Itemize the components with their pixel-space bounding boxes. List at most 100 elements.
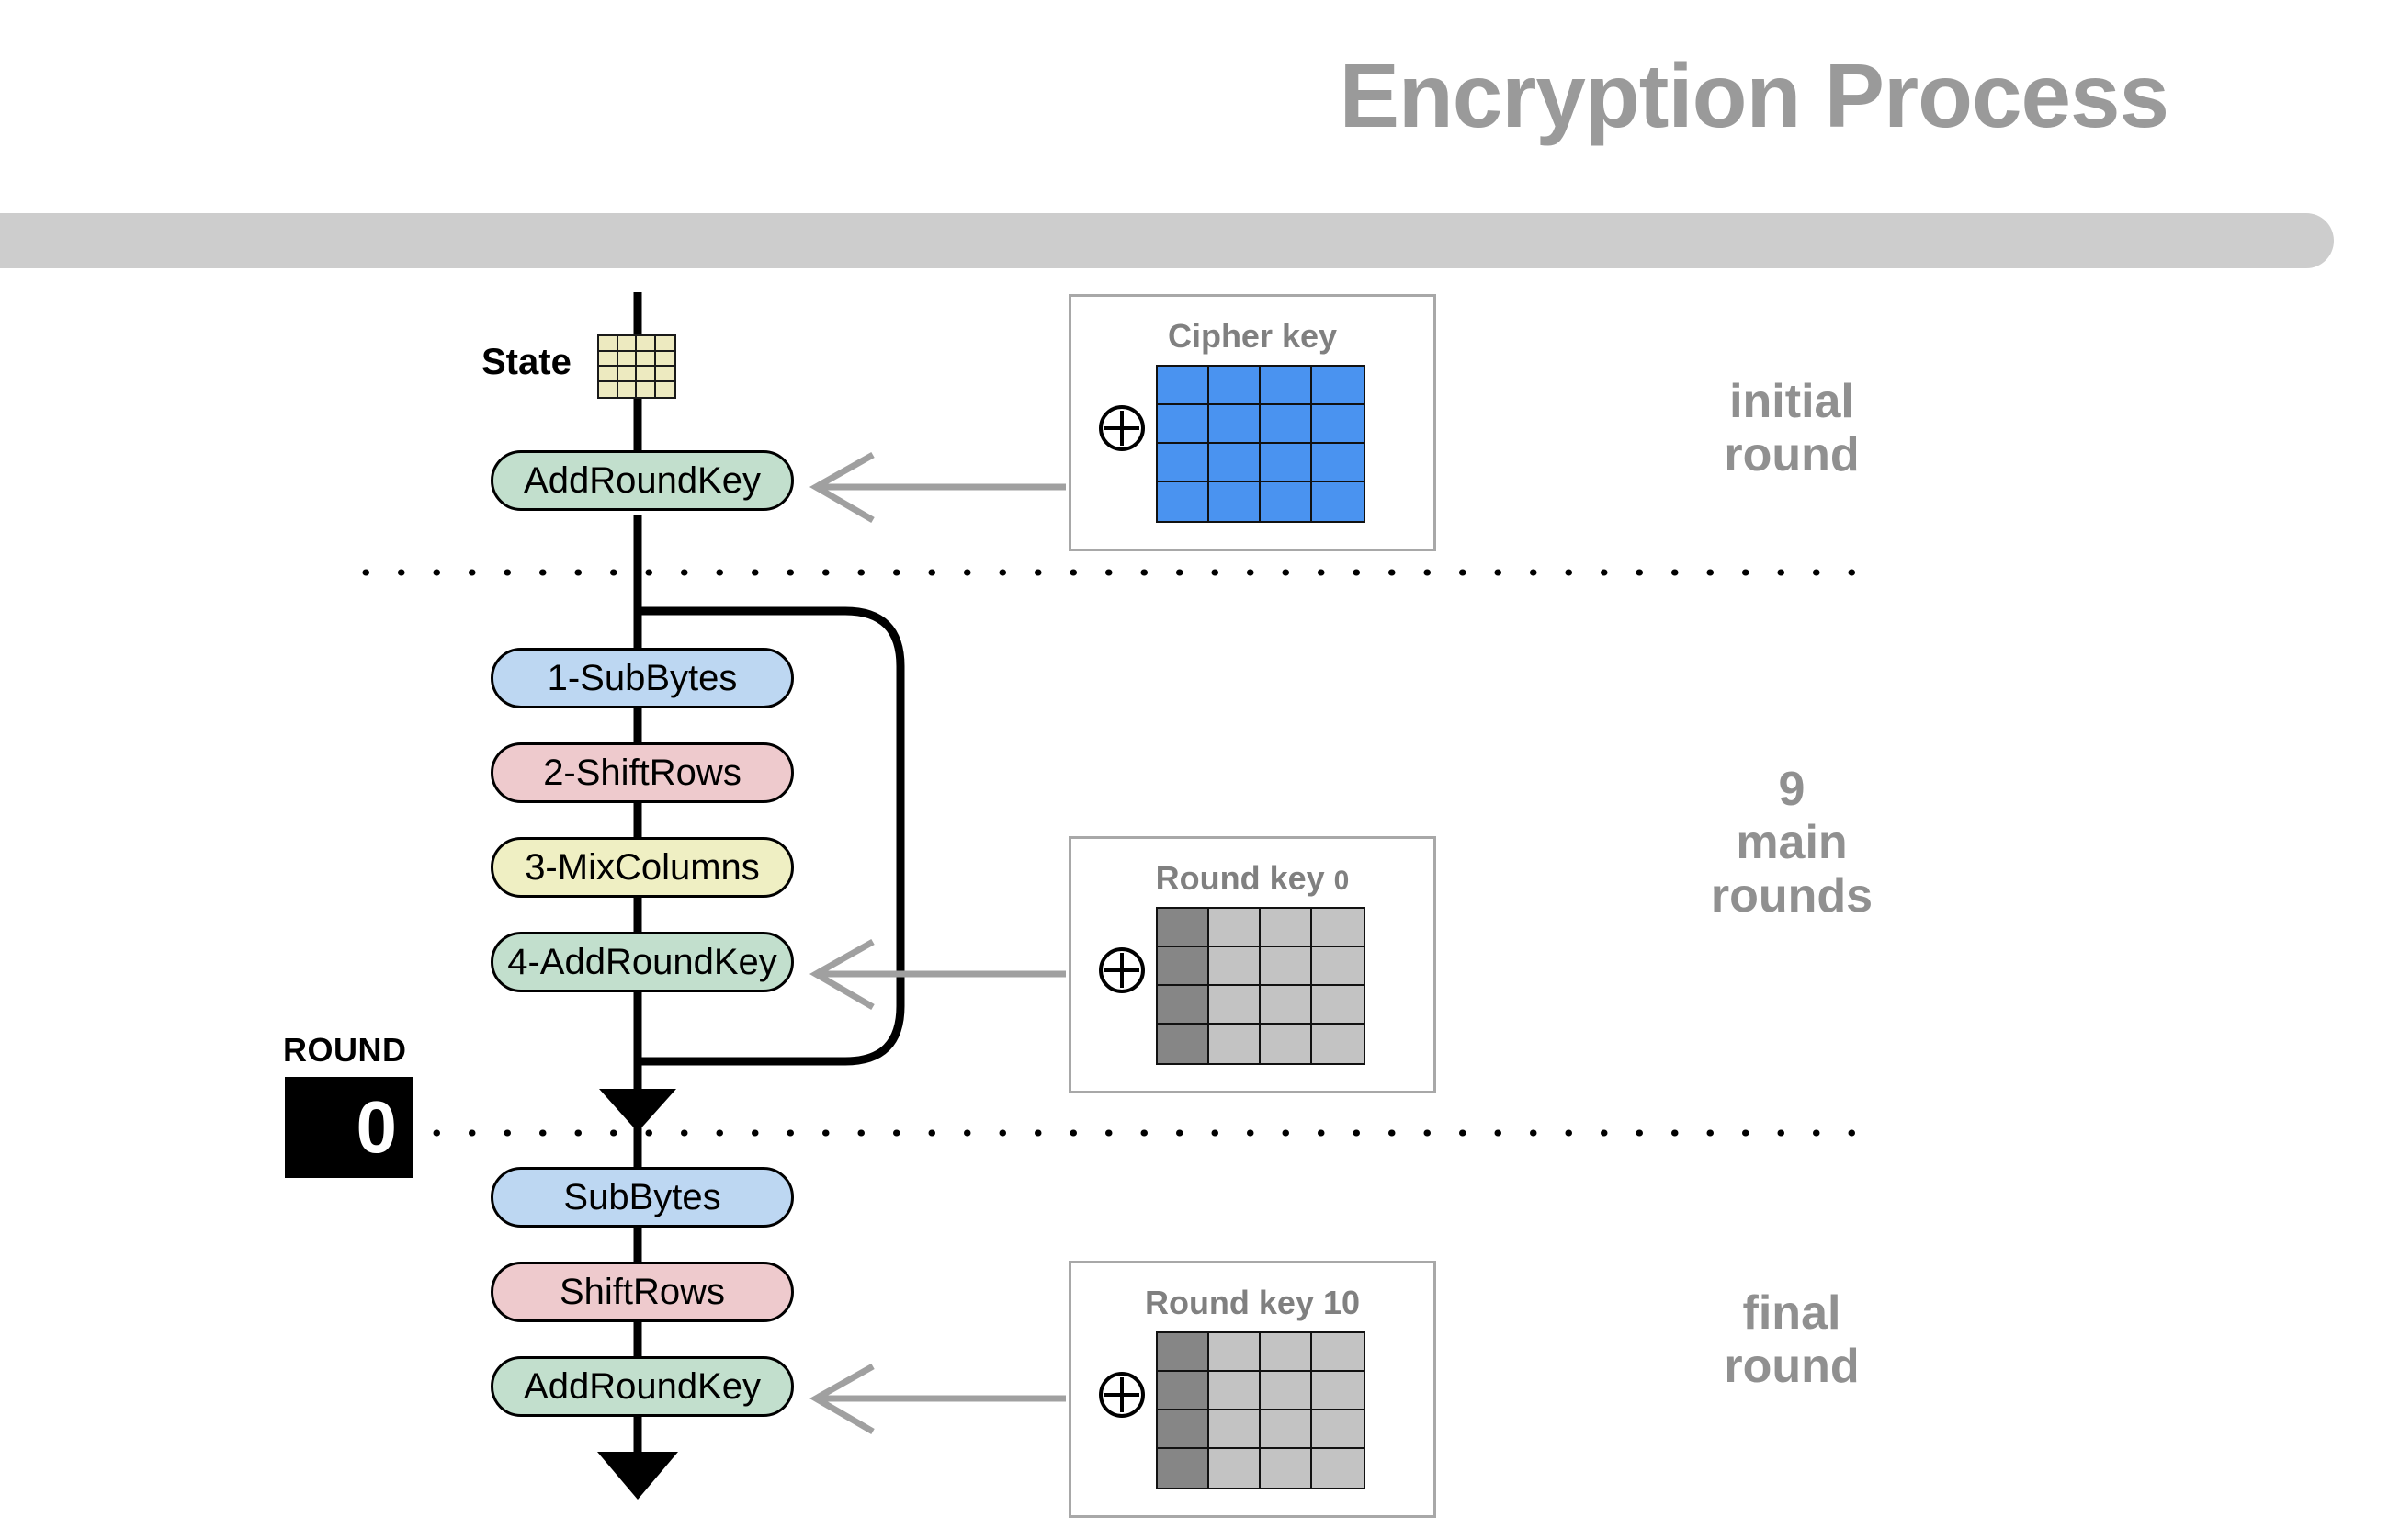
matrix-cell	[1261, 444, 1312, 482]
matrix-cell	[1312, 1449, 1364, 1488]
round-badge-label: ROUND	[283, 1031, 407, 1069]
cipher-key-matrix	[1156, 365, 1365, 523]
matrix-cell	[1209, 986, 1261, 1025]
matrix-cell	[1312, 1333, 1364, 1372]
matrix-cell	[1158, 1410, 1209, 1449]
round-key-0-box: Round key 0	[1069, 836, 1436, 1093]
matrix-cell	[1261, 367, 1312, 405]
matrix-cell	[1261, 1372, 1312, 1410]
step-final-addroundkey[interactable]: AddRoundKey	[491, 1356, 794, 1417]
matrix-cell	[1261, 1449, 1312, 1488]
matrix-cell	[1209, 1410, 1261, 1449]
round-key-10-title: Round key 10	[1071, 1284, 1433, 1322]
matrix-cell	[1158, 367, 1209, 405]
side-label-initial-round: initial round	[1562, 375, 2021, 481]
cipher-key-box: Cipher key	[1069, 294, 1436, 551]
matrix-cell	[617, 351, 637, 367]
side-label-line: round	[1724, 428, 1860, 482]
round-key-10-matrix	[1156, 1331, 1365, 1489]
round-key-0-matrix	[1156, 907, 1365, 1065]
matrix-cell	[599, 336, 618, 352]
matrix-cell	[1261, 909, 1312, 947]
round-number: 0	[356, 1086, 398, 1168]
matrix-cell	[1158, 909, 1209, 947]
matrix-cell	[1312, 405, 1364, 444]
matrix-cell	[637, 351, 656, 367]
title-underline-bar	[0, 213, 2334, 268]
matrix-cell	[1158, 1025, 1209, 1063]
arrowhead-to-final-round	[599, 1089, 676, 1132]
matrix-cell	[1261, 482, 1312, 521]
matrix-cell	[637, 336, 656, 352]
matrix-cell	[1158, 1333, 1209, 1372]
step-main-subbytes[interactable]: 1-SubBytes	[491, 648, 794, 708]
xor-icon	[1099, 1372, 1145, 1418]
matrix-cell	[1158, 1449, 1209, 1488]
matrix-cell	[1312, 1025, 1364, 1063]
step-main-shiftrows[interactable]: 2-ShiftRows	[491, 742, 794, 803]
round-key-0-arrowhead	[809, 938, 875, 1011]
step-main-addroundkey[interactable]: 4-AddRoundKey	[491, 932, 794, 992]
matrix-cell	[655, 367, 674, 382]
matrix-cell	[1261, 1025, 1312, 1063]
matrix-cell	[1312, 482, 1364, 521]
step-label: AddRoundKey	[524, 1365, 761, 1407]
matrix-cell	[1312, 986, 1364, 1025]
page-title: Encryption Process	[1339, 45, 2169, 146]
matrix-cell	[1209, 405, 1261, 444]
matrix-cell	[1209, 947, 1261, 986]
round-badge-counter: 0	[285, 1077, 413, 1178]
step-label: 2-ShiftRows	[543, 752, 742, 793]
matrix-cell	[1261, 947, 1312, 986]
side-label-line: rounds	[1710, 869, 1874, 923]
matrix-cell	[617, 336, 637, 352]
step-final-subbytes[interactable]: SubBytes	[491, 1167, 794, 1228]
round-key-10-title-text: Round key 10	[1144, 1284, 1361, 1321]
round-key-0-index: 0	[1333, 866, 1350, 896]
matrix-cell	[1312, 1372, 1364, 1410]
state-matrix	[597, 334, 676, 399]
matrix-cell	[1312, 367, 1364, 405]
matrix-cell	[1312, 1410, 1364, 1449]
matrix-cell	[1312, 444, 1364, 482]
step-initial-addroundkey[interactable]: AddRoundKey	[491, 450, 794, 511]
cipher-key-arrowhead	[809, 451, 875, 524]
matrix-cell	[637, 367, 656, 382]
step-label: 3-MixColumns	[525, 846, 760, 888]
xor-icon	[1099, 405, 1145, 451]
round-key-10-box: Round key 10	[1069, 1261, 1436, 1518]
step-label: SubBytes	[563, 1176, 721, 1217]
matrix-cell	[1261, 1410, 1312, 1449]
step-label: ShiftRows	[559, 1271, 726, 1312]
round-key-0-title-text: Round key	[1155, 859, 1325, 897]
matrix-cell	[1158, 444, 1209, 482]
cipher-key-title-text: Cipher key	[1167, 317, 1338, 355]
matrix-cell	[1209, 1025, 1261, 1063]
arrowhead-output	[597, 1452, 678, 1500]
step-label: 1-SubBytes	[547, 657, 738, 698]
matrix-cell	[1158, 986, 1209, 1025]
matrix-cell	[599, 351, 618, 367]
side-label-line: 9	[1778, 763, 1806, 816]
matrix-cell	[637, 381, 656, 397]
matrix-cell	[655, 381, 674, 397]
matrix-cell	[1261, 986, 1312, 1025]
state-label: State	[481, 342, 572, 382]
matrix-cell	[1158, 405, 1209, 444]
matrix-cell	[599, 367, 618, 382]
matrix-cell	[655, 351, 674, 367]
step-main-mixcolumns[interactable]: 3-MixColumns	[491, 837, 794, 898]
matrix-cell	[1312, 947, 1364, 986]
matrix-cell	[617, 381, 637, 397]
matrix-cell	[1312, 909, 1364, 947]
matrix-cell	[1209, 444, 1261, 482]
round-key-0-title: Round key 0	[1071, 859, 1433, 898]
side-label-line: initial	[1729, 375, 1854, 428]
matrix-cell	[1209, 909, 1261, 947]
cipher-key-title: Cipher key	[1071, 317, 1433, 356]
step-label: 4-AddRoundKey	[507, 941, 777, 982]
matrix-cell	[1158, 482, 1209, 521]
matrix-cell	[1261, 405, 1312, 444]
matrix-cell	[1209, 367, 1261, 405]
step-final-shiftrows[interactable]: ShiftRows	[491, 1262, 794, 1322]
